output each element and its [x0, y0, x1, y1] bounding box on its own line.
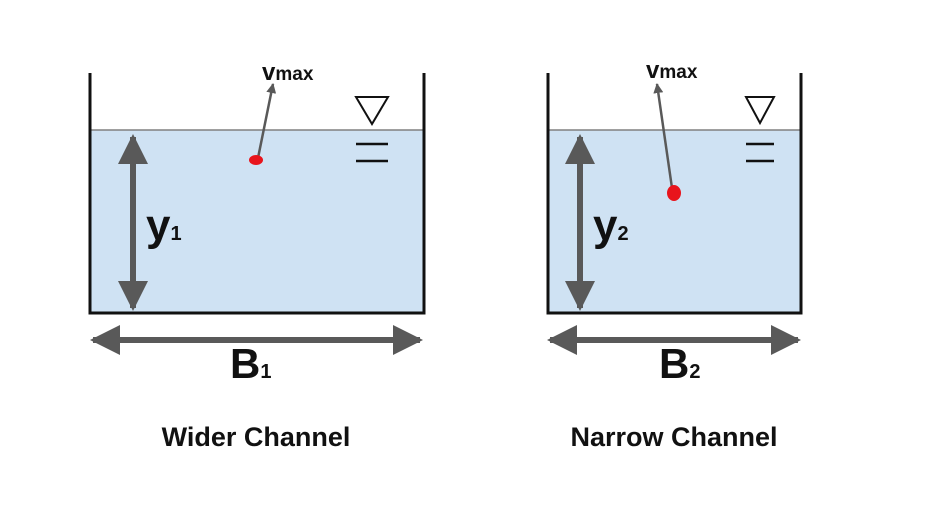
width-symbol: B [230, 340, 260, 387]
narrow-channel-panel: vmax y2 B2 Narrow Channel [546, 57, 803, 452]
vmax-symbol: v [262, 59, 276, 86]
width-label: B2 [659, 340, 700, 387]
width-label: B1 [230, 340, 271, 387]
vmax-label: vmax [646, 57, 698, 84]
vmax-symbol: v [646, 57, 660, 84]
depth-label: y2 [593, 201, 629, 250]
max-velocity-point [249, 155, 263, 165]
water-body [548, 130, 801, 313]
wider-channel-caption: Wider Channel [162, 422, 351, 452]
water-surface-triangle-icon [744, 96, 776, 163]
vmax-label: vmax [262, 59, 314, 86]
depth-label: y1 [146, 201, 182, 250]
velocity-arrow [653, 83, 674, 189]
width-subscript: 2 [689, 361, 700, 383]
max-velocity-point [667, 185, 681, 201]
depth-subscript: 2 [617, 223, 628, 245]
vmax-subscript: max [659, 62, 697, 83]
depth-subscript: 1 [170, 223, 181, 245]
depth-symbol: y [593, 201, 618, 250]
width-symbol: B [659, 340, 689, 387]
channel-walls [546, 73, 803, 315]
velocity-arrow [256, 83, 277, 159]
channel-walls [88, 73, 426, 315]
depth-symbol: y [146, 201, 171, 250]
water-surface-triangle-icon [354, 96, 390, 163]
narrow-channel-caption: Narrow Channel [570, 422, 777, 452]
wider-channel-panel: vmax y1 B1 Wider Channel [88, 59, 426, 452]
vmax-subscript: max [275, 64, 313, 85]
width-subscript: 1 [260, 361, 271, 383]
